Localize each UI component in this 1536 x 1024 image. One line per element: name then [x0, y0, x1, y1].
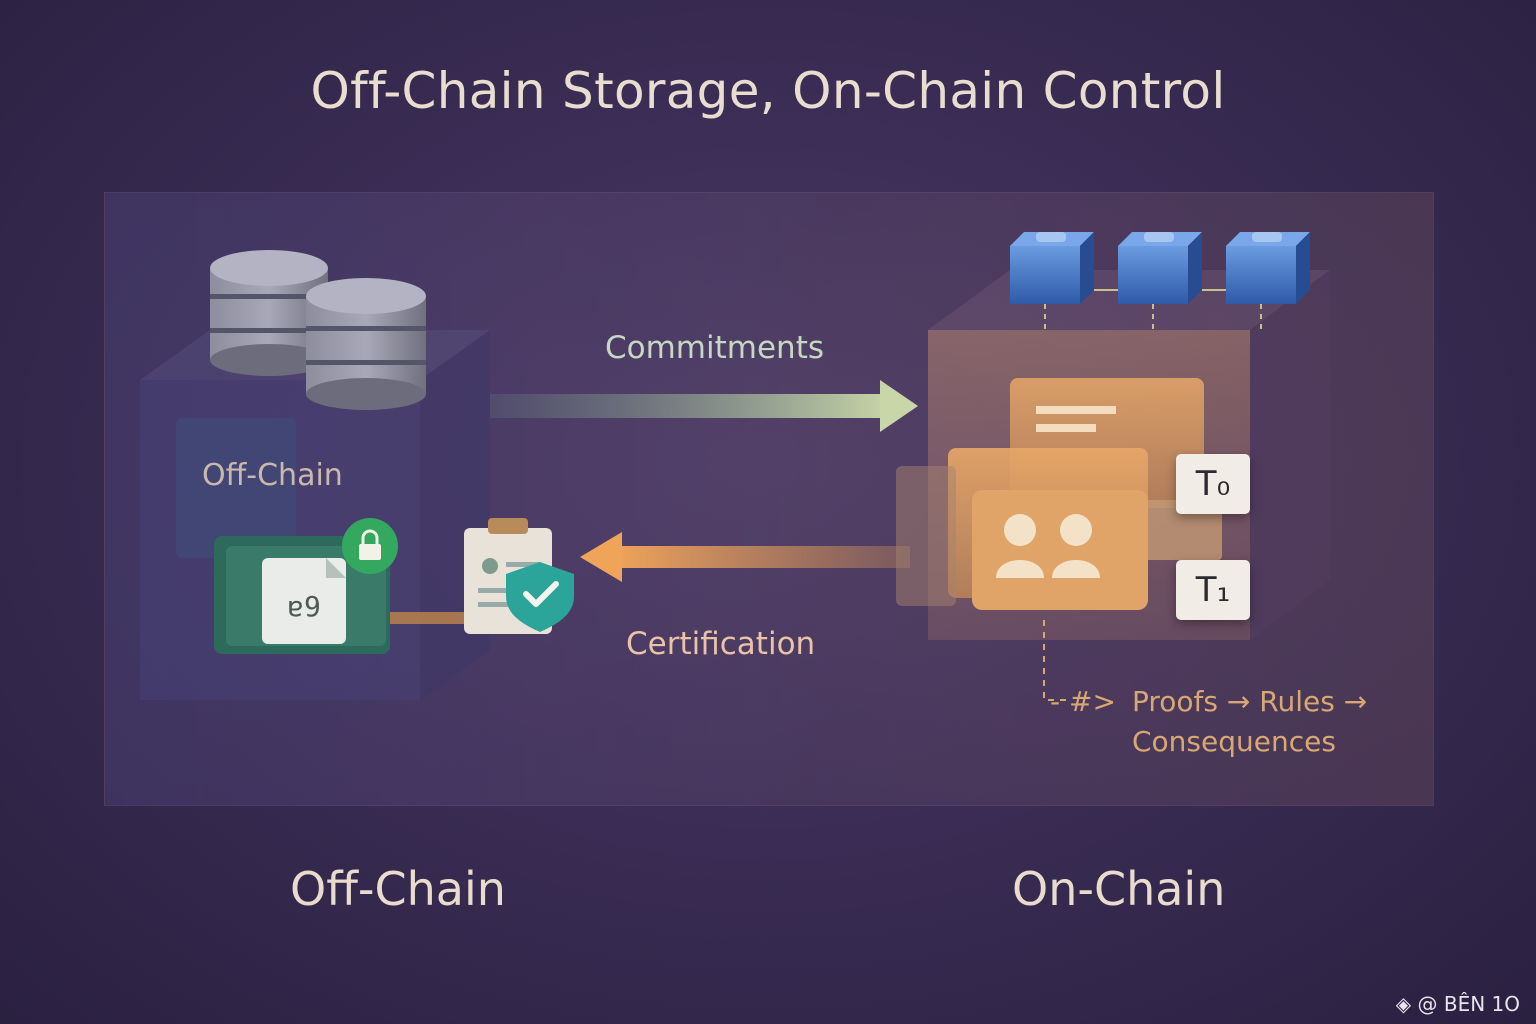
svg-text:ɐ9: ɐ9 — [287, 590, 321, 623]
doc-cert-connector — [390, 612, 464, 624]
certificate-shield-icon — [464, 518, 574, 634]
rules-line-2: Consequences — [1132, 725, 1336, 758]
rules-prefix: - #> — [1050, 685, 1116, 718]
rules-line-1: Proofs → Rules → — [1132, 685, 1368, 718]
users-icon — [996, 514, 1100, 578]
watermark-text: @ BÊN 1O — [1417, 992, 1521, 1016]
time-card-t1: T₁ — [1176, 560, 1250, 620]
certification-arrow — [580, 532, 910, 582]
diamond-logo-icon: ◈ — [1395, 992, 1412, 1016]
database-icon — [210, 250, 426, 410]
bottom-label-offchain: Off-Chain — [290, 862, 506, 916]
blockchain-block-icon — [1010, 232, 1310, 330]
offchain-box-label: Off-Chain — [202, 458, 343, 493]
certification-label: Certification — [626, 626, 816, 662]
lock-icon — [342, 518, 398, 574]
commitments-label: Commitments — [605, 330, 824, 366]
diagram-title: Off-Chain Storage, On-Chain Control — [310, 62, 1226, 120]
commitments-arrow — [490, 380, 918, 432]
rules-connector — [1043, 620, 1066, 701]
bottom-label-onchain: On-Chain — [1012, 862, 1226, 916]
rules-text: - #> Proofs → Rules → Consequences — [1050, 682, 1368, 762]
time-card-t0: T₀ — [1176, 454, 1250, 514]
watermark: ◈ @ BÊN 1O — [1396, 992, 1520, 1016]
document-icon: ɐ9 — [214, 536, 390, 654]
